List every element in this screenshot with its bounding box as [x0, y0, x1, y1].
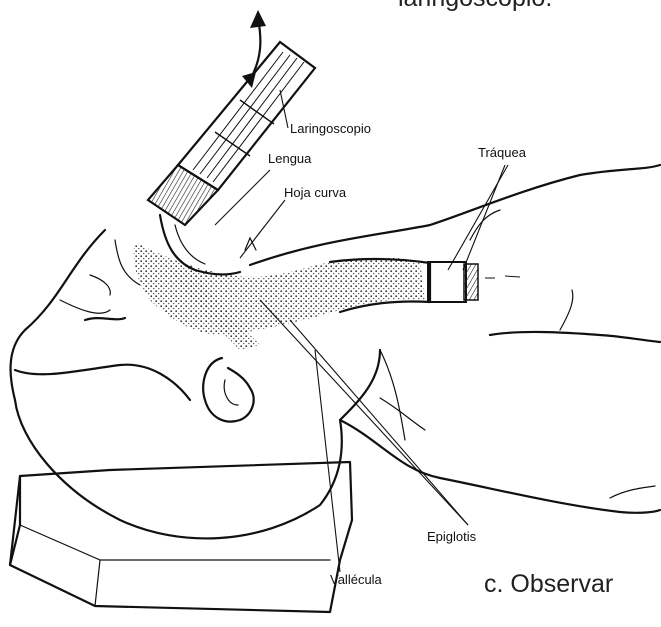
label-lengua: Lengua — [268, 151, 312, 166]
ear — [203, 358, 253, 422]
label-laringoscopio: Laringoscopio — [290, 121, 371, 136]
label-traquea: Tráquea — [478, 145, 527, 160]
caption: c. Observar — [484, 570, 613, 598]
label-hoja-curva: Hoja curva — [284, 185, 347, 200]
label-vallecula: Vallécula — [330, 572, 383, 587]
header-title: laringoscopio. — [398, 0, 552, 12]
leader-lines — [215, 90, 508, 572]
laryngoscope — [148, 10, 315, 274]
label-epiglotis: Epiglotis — [427, 529, 477, 544]
patient-body — [250, 165, 660, 513]
